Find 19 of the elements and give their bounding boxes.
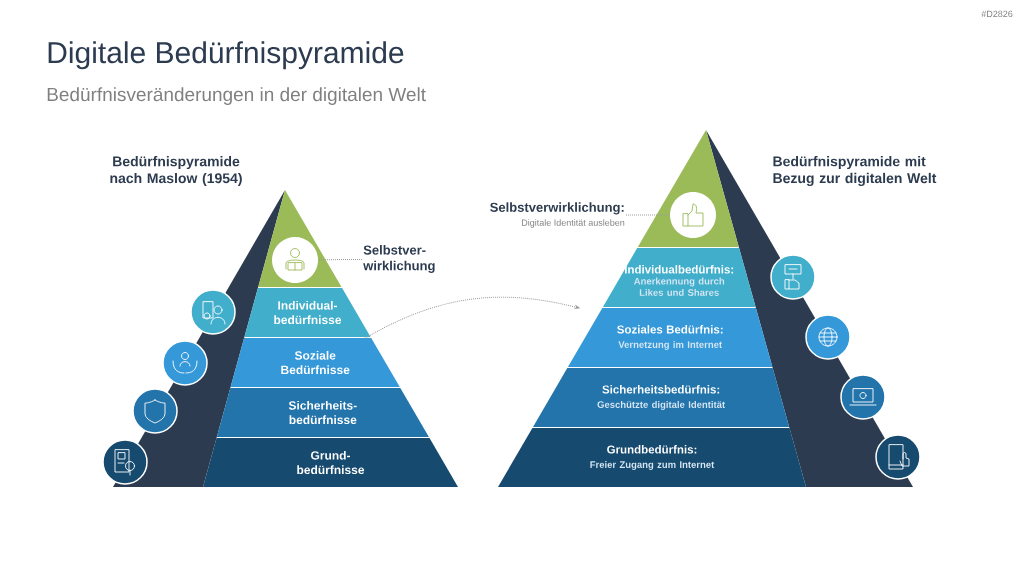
title: Digitale Bedürfnispyramide [48, 41, 404, 70]
pyramid-heading: Bedürfnispyramide nach Maslow (1954) [110, 156, 242, 186]
pyramid-layer: Soziale Bedürfnisse [230, 338, 400, 387]
pyramid-layer: Sicherheits- bedürfnisse [216, 388, 429, 437]
pyramid-layer: Grundbedürfnis: Freier Zugang zum Internet [498, 428, 806, 487]
thumbs-up-icon [670, 192, 716, 238]
pyramid-layer: Individualbedürfnis: Anerkennung durch Likes und Shares [602, 248, 756, 307]
document-code: #D2826 [981, 10, 1013, 18]
callout-label: Selbstverwirklichung: Digitale Identität ausleben [490, 202, 625, 228]
pyramid-layer: Individual- bedürfnisse [244, 288, 371, 337]
dotted-arrow [364, 296, 580, 339]
subtitle: Bedürfnisveränderungen in der digitalen Welt [47, 87, 426, 105]
pyramid-layer: Grund- bedürfnisse [203, 438, 458, 487]
leader-line [317, 258, 363, 261]
pyramid-heading: Bedürfnispyramide mit Bezug zur digitalen Welt [773, 156, 937, 186]
reading-person-icon [272, 237, 318, 283]
pyramid-layer: Sicherheitsbedürfnis: Geschützte digitale Identität [533, 368, 790, 427]
pyramid-layer: Soziales Bedürfnis: Vernetzung im Internet [567, 308, 773, 367]
callout-label: Selbstver- wirklichung [363, 245, 435, 273]
